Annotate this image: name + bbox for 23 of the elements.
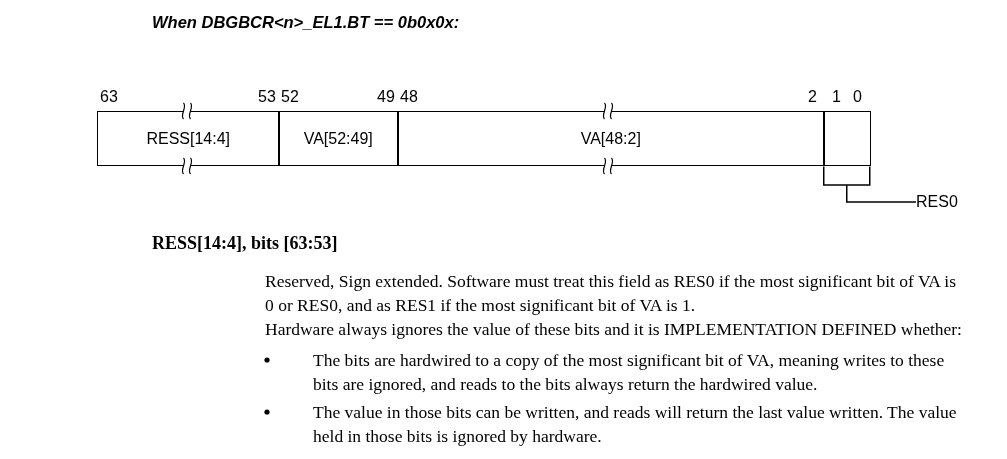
- field-heading: RESS[14:4], bits [63:53]: [152, 233, 338, 253]
- bit-number: 52: [281, 88, 299, 106]
- paragraph: Reserved, Sign extended. Software must treat this field as RES0 if the most significant bit of VA is 0 or RES0, and as RES1 if the most significant bit of VA is 1.: [265, 270, 957, 317]
- callout-label: RES0: [916, 192, 958, 212]
- field-label: RESS[14:4]: [146, 129, 231, 148]
- bit-number: 0: [853, 88, 862, 106]
- bit-number: 53: [258, 88, 276, 106]
- bit-number: 48: [400, 88, 418, 106]
- bullet-text: The value in those bits can be written, and reads will return the last value written. The value held in those bits is ignored by hardware.: [313, 401, 958, 448]
- field-label: VA[48:2]: [580, 129, 641, 148]
- bit-number: 2: [808, 88, 817, 106]
- paragraph: Hardware always ignores the value of these bits and it is IMPLEMENTATION DEFINED whether:: [265, 318, 963, 341]
- bit-number: 1: [832, 88, 841, 106]
- bit-number: 49: [377, 88, 395, 106]
- register-field: [397, 111, 825, 166]
- bullet-text: The bits are hardwired to a copy of the most significant bit of VA, meaning writes to these bits are ignored, and reads to the bits always return the hardwired value.: [313, 349, 946, 396]
- title: When DBGBCR<n>_EL1.BT == 0b0x0x:: [152, 12, 460, 32]
- field-label: VA[52:49]: [303, 129, 373, 148]
- bit-number: 63: [100, 88, 118, 106]
- register-field: [823, 111, 871, 166]
- leader-line: [823, 165, 917, 203]
- register-field: [278, 111, 399, 166]
- register-field: [97, 111, 280, 166]
